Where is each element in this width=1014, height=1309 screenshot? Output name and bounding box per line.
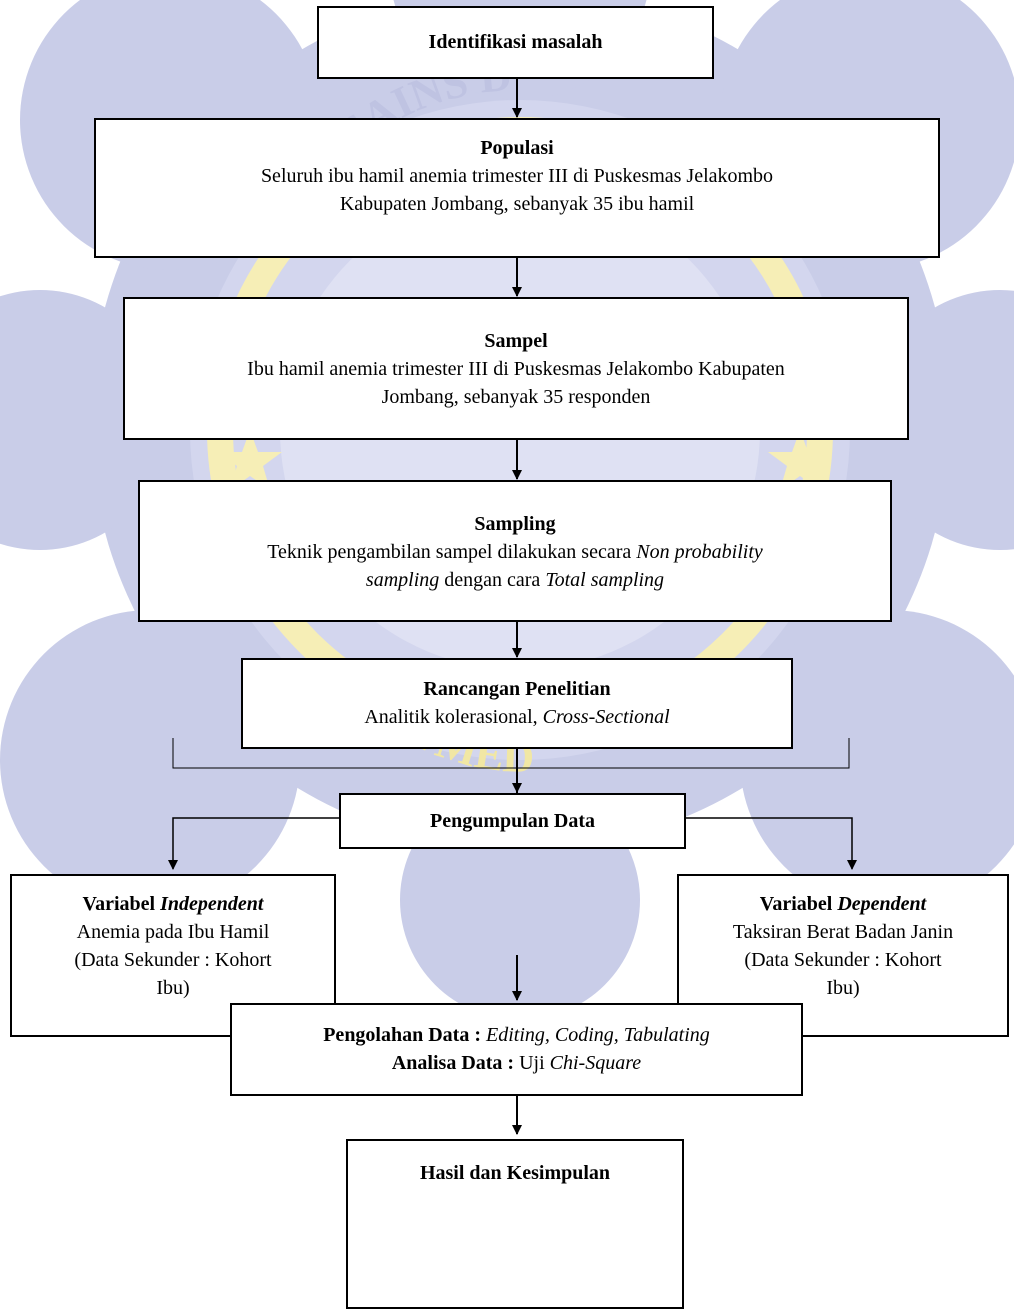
independent-line-2: (Data Sekunder : Kohort (74, 949, 272, 971)
box-identifikasi-masalah: Identifikasi masalah (317, 6, 714, 79)
sampel-line-2: Jombang, sebanyak 35 responden (381, 386, 651, 408)
sampling-word: sampling (365, 569, 440, 591)
box-pengumpulan-data: Pengumpulan Data (339, 793, 686, 849)
identifikasi-title: Identifikasi masalah (428, 31, 603, 53)
rancangan-line-1: Analitik kolerasional, Cross-Sectional (243, 703, 791, 731)
pengumpulan-title: Pengumpulan Data (429, 810, 596, 832)
box-hasil-kesimpulan: Hasil dan Kesimpulan (346, 1139, 684, 1309)
rancangan-text: Analitik kolerasional, (364, 706, 543, 728)
analisa-value-b: Chi-Square (549, 1052, 642, 1074)
box-populasi: Populasi Seluruh ibu hamil anemia trimes… (94, 118, 940, 258)
line-pengumpulan-independent (168, 817, 339, 870)
dependent-title-a: Variabel (759, 893, 838, 915)
sampel-line-1: Ibu hamil anemia trimester III di Puskes… (247, 358, 785, 380)
analisa-line: Analisa Data : Uji Chi-Square (232, 1049, 801, 1077)
analisa-label: Analisa Data : (391, 1052, 520, 1074)
independent-title-a: Variabel (82, 893, 161, 915)
analisa-value-a: Uji (519, 1052, 550, 1074)
pengolahan-line: Pengolahan Data : Editing, Coding, Tabul… (232, 1021, 801, 1049)
pengolahan-label: Pengolahan Data : (323, 1024, 487, 1046)
hasil-title: Hasil dan Kesimpulan (419, 1162, 611, 1184)
sampling-line-1: Teknik pengambilan sampel dilakukan seca… (140, 538, 890, 566)
rancangan-cross-sectional: Cross-Sectional (542, 706, 670, 728)
independent-line-3: Ibu) (156, 977, 190, 999)
dependent-title-b: Dependent (837, 893, 927, 915)
independent-title: Variabel Independent (12, 890, 334, 918)
box-rancangan-penelitian: Rancangan Penelitian Analitik kolerasion… (241, 658, 793, 749)
independent-line-1: Anemia pada Ibu Hamil (76, 921, 270, 943)
sampling-line-2-text: dengan cara (439, 569, 546, 591)
dependent-line-3: Ibu) (826, 977, 860, 999)
sampel-title: Sampel (484, 330, 548, 352)
rancangan-title: Rancangan Penelitian (423, 678, 611, 700)
box-pengolahan-analisa: Pengolahan Data : Editing, Coding, Tabul… (230, 1003, 803, 1096)
dependent-title: Variabel Dependent (679, 890, 1007, 918)
sampling-title: Sampling (474, 513, 556, 535)
line-merge-variables (172, 738, 850, 769)
sampling-total: Total sampling (545, 569, 665, 591)
pengolahan-value: Editing, Coding, Tabulating (486, 1024, 710, 1046)
sampling-line-1-text: Teknik pengambilan sampel dilakukan seca… (267, 541, 637, 563)
sampling-line-2: sampling dengan cara Total sampling (140, 566, 890, 594)
dependent-line-2: (Data Sekunder : Kohort (744, 949, 942, 971)
populasi-line-1: Seluruh ibu hamil anemia trimester III d… (260, 165, 774, 187)
populasi-title: Populasi (480, 137, 554, 159)
independent-title-b: Independent (160, 893, 264, 915)
box-sampel: Sampel Ibu hamil anemia trimester III di… (123, 297, 909, 440)
dependent-line-1: Taksiran Berat Badan Janin (732, 921, 954, 943)
sampling-non-probability: Non probability (636, 541, 763, 563)
populasi-line-2: Kabupaten Jombang, sebanyak 35 ibu hamil (339, 193, 695, 215)
line-pengumpulan-dependent (686, 817, 857, 870)
box-sampling: Sampling Teknik pengambilan sampel dilak… (138, 480, 892, 622)
